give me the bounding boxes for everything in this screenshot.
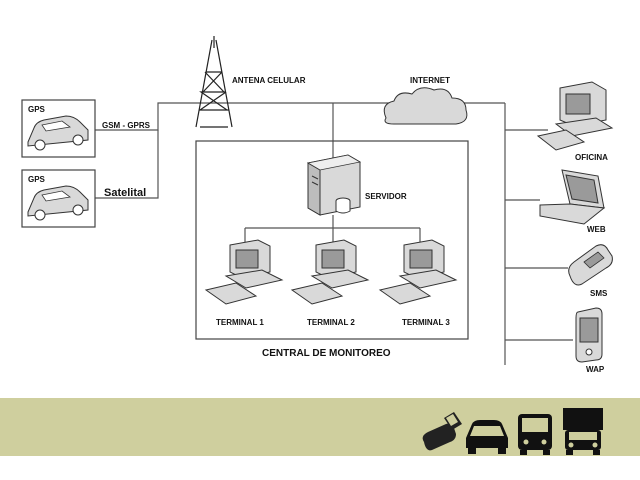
laptop-icon xyxy=(539,169,606,225)
car-icon xyxy=(466,420,508,454)
terminal-3: TERMINAL 3 xyxy=(378,239,458,327)
gps-box-2: GPS xyxy=(21,169,96,228)
oficina-label: OFICINA xyxy=(575,153,608,162)
pda-icon xyxy=(575,307,603,363)
gps-label-2: GPS xyxy=(28,175,46,184)
connection-lines xyxy=(95,102,573,365)
servidor-label: SERVIDOR xyxy=(365,192,407,201)
server-icon xyxy=(306,154,362,216)
truck-icon xyxy=(563,408,603,455)
terminal-1-label: TERMINAL 1 xyxy=(216,318,264,327)
phone-car-icon xyxy=(422,412,462,451)
gps-label-1: GPS xyxy=(28,105,46,114)
sms-label: SMS xyxy=(590,289,608,298)
line-gps2-backbone xyxy=(95,130,159,199)
sms-client: SMS xyxy=(568,244,613,298)
car-icon xyxy=(27,115,89,151)
computer-icon xyxy=(536,81,614,151)
central-monitoreo-label: CENTRAL DE MONITOREO xyxy=(262,348,391,359)
car-icon xyxy=(27,185,89,221)
computer-icon xyxy=(204,239,284,305)
cloud-icon xyxy=(383,87,468,125)
terminal-3-label: TERMINAL 3 xyxy=(402,318,450,327)
bus-icon xyxy=(518,414,552,455)
computer-icon xyxy=(378,239,458,305)
oficina-client: OFICINA xyxy=(536,81,614,162)
gsm-gprs-label: GSM - GPRS xyxy=(102,121,151,130)
line-gps1-backbone xyxy=(95,102,505,131)
terminal-1: TERMINAL 1 xyxy=(204,239,284,327)
wap-client: WAP xyxy=(575,307,605,374)
satelital-label: Satelital xyxy=(104,187,146,199)
terminal-2: TERMINAL 2 xyxy=(290,239,370,327)
computer-icon xyxy=(290,239,370,305)
mobile-phone-icon xyxy=(568,244,613,286)
gps-box-1: GPS xyxy=(21,99,96,158)
web-label: WEB xyxy=(587,225,606,234)
internet-label: INTERNET xyxy=(410,76,450,85)
line-server-terminals xyxy=(244,215,421,242)
web-client: WEB xyxy=(539,169,606,234)
antenna-tower-icon xyxy=(195,36,233,128)
central-monitoreo-frame xyxy=(195,140,469,340)
wap-label: WAP xyxy=(586,365,605,374)
terminal-2-label: TERMINAL 2 xyxy=(307,318,355,327)
antena-celular-label: ANTENA CELULAR xyxy=(232,76,306,85)
